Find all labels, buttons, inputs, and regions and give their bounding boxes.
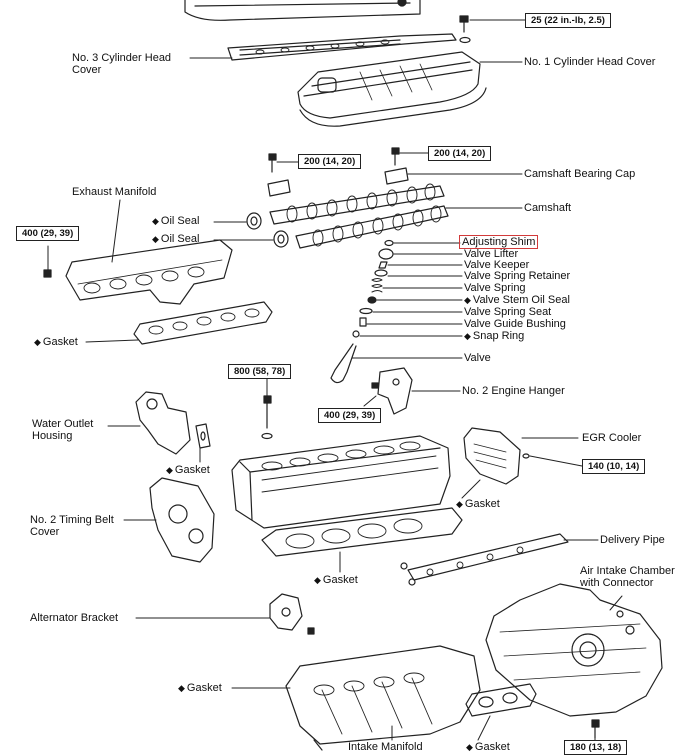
non-reusable-icon: ◆: [34, 337, 41, 347]
valve-train-parts: [330, 239, 394, 384]
label-valve-spring-seat: Valve Spring Seat: [464, 306, 552, 318]
no2-engine-hanger-part: [371, 367, 413, 415]
label-egr-gasket: ◆Gasket: [456, 498, 500, 510]
label-water-outlet-gasket-text: Gasket: [174, 464, 210, 476]
non-reusable-icon: ◆: [464, 331, 471, 341]
label-no3-head-cover-line2: Cover: [72, 64, 102, 76]
air-intake-chamber-part: [485, 583, 663, 717]
head-bolt-part: [261, 395, 273, 440]
label-air-intake-line2: with Connector: [580, 577, 654, 589]
head-cover-bolt-part: [459, 15, 471, 44]
torque-head-cover: 25 (22 in.-lb, 2.5): [525, 13, 611, 28]
label-no1-head-cover: No. 1 Cylinder Head Cover: [524, 56, 656, 68]
label-bottom-gasket-text: Gasket: [474, 741, 510, 753]
torque-cap-right: 200 (14, 20): [428, 146, 492, 161]
camshaft-bearing-cap-part: [267, 167, 409, 197]
label-valve-spring-retainer: Valve Spring Retainer: [464, 270, 571, 282]
exhaust-manifold-part: [65, 239, 233, 305]
label-valve-stem-oil-seal: ◆Valve Stem Oil Seal: [464, 294, 570, 306]
label-valve-guide-bushing: Valve Guide Bushing: [464, 318, 566, 330]
label-intake-manifold: Intake Manifold: [348, 741, 423, 753]
oil-seal-part: [246, 212, 289, 248]
non-reusable-icon: ◆: [152, 216, 159, 226]
label-oil-seal-1-text: Oil Seal: [160, 215, 200, 227]
non-reusable-icon: ◆: [466, 742, 473, 752]
label-water-outlet-line2: Housing: [32, 430, 73, 442]
label-egr-cooler: EGR Cooler: [582, 432, 642, 444]
exhaust-gasket-part: [133, 301, 273, 345]
label-exhaust-manifold: Exhaust Manifold: [72, 186, 157, 198]
label-no3-head-cover-line1: No. 3 Cylinder Head: [72, 52, 172, 64]
non-reusable-icon: ◆: [456, 499, 463, 509]
label-exhaust-gasket-text: Gasket: [42, 336, 78, 348]
label-oil-seal-2: ◆Oil Seal: [152, 233, 199, 245]
label-bottom-gasket: ◆Gasket: [466, 741, 510, 753]
no2-timing-belt-cover-part: [149, 477, 215, 563]
label-adjusting-shim: Adjusting Shim: [458, 235, 539, 249]
label-timing-cover-line1: No. 2 Timing Belt: [30, 514, 114, 526]
label-exhaust-gasket: ◆Gasket: [34, 336, 78, 348]
label-snap-ring-text: Snap Ring: [472, 330, 525, 342]
delivery-pipe-part: [400, 533, 569, 586]
non-reusable-icon: ◆: [166, 465, 173, 475]
non-reusable-icon: ◆: [152, 234, 159, 244]
label-no3-head-cover: No. 3 Cylinder Head Cover: [72, 52, 171, 76]
intake-bolt-part: [591, 719, 600, 739]
non-reusable-icon: ◆: [464, 295, 471, 305]
alternator-bracket-part: [269, 593, 315, 635]
torque-engine-hanger: 400 (29, 39): [318, 408, 382, 423]
label-camshaft-bearing-cap: Camshaft Bearing Cap: [524, 168, 636, 180]
no3-head-cover-part: [227, 33, 457, 61]
label-water-outlet-housing: Water Outlet Housing: [32, 418, 93, 442]
water-outlet-housing-part: [135, 391, 211, 455]
label-valve-stem-oil-seal-text: Valve Stem Oil Seal: [472, 294, 570, 306]
intake-gasket-part: [465, 683, 537, 717]
label-valve-keeper: Valve Keeper: [464, 259, 530, 271]
label-camshaft: Camshaft: [524, 202, 572, 214]
label-no2-engine-hanger: No. 2 Engine Hanger: [462, 385, 565, 397]
no1-head-cover-part: [297, 51, 487, 127]
label-air-intake-line1: Air Intake Chamber: [580, 565, 675, 577]
cylinder-head-part: [231, 435, 451, 529]
camshaft-part: [269, 183, 449, 249]
non-reusable-icon: ◆: [178, 683, 185, 693]
cap-bolt-left-part: [268, 153, 277, 173]
torque-intake: 180 (13, 18): [564, 740, 628, 755]
non-reusable-icon: ◆: [314, 575, 321, 585]
torque-head-bolt: 800 (58, 78): [228, 364, 292, 379]
label-delivery-pipe: Delivery Pipe: [600, 534, 665, 546]
label-head-gasket: ◆Gasket: [314, 574, 358, 586]
upper-head-cover-part: [184, 0, 421, 21]
label-alternator-bracket: Alternator Bracket: [30, 612, 119, 624]
label-valve-spring: Valve Spring: [464, 282, 526, 294]
torque-cap-left: 200 (14, 20): [298, 154, 362, 169]
label-oil-seal-1: ◆Oil Seal: [152, 215, 199, 227]
cap-bolt-right-part: [391, 147, 400, 166]
torque-egr-cooler: 140 (10, 14): [582, 459, 646, 474]
label-intake-gasket: ◆Gasket: [178, 682, 222, 694]
label-intake-gasket-text: Gasket: [186, 682, 222, 694]
label-snap-ring: ◆Snap Ring: [464, 330, 524, 342]
label-head-gasket-text: Gasket: [322, 574, 358, 586]
intake-manifold-part: [285, 645, 481, 751]
label-water-outlet-gasket: ◆Gasket: [166, 464, 210, 476]
head-gasket-part: [261, 507, 463, 557]
label-valve: Valve: [464, 352, 491, 364]
torque-exhaust-manifold: 400 (29, 39): [16, 226, 80, 241]
label-water-outlet-line1: Water Outlet: [32, 418, 94, 430]
exhaust-manifold-bolt-part: [43, 269, 52, 278]
label-air-intake-chamber: Air Intake Chamber with Connector: [580, 565, 675, 589]
leader-lines: [47, 19, 623, 743]
label-valve-lifter: Valve Lifter: [464, 248, 519, 260]
egr-cooler-part: [463, 427, 530, 485]
label-oil-seal-2-text: Oil Seal: [160, 233, 200, 245]
label-egr-gasket-text: Gasket: [464, 498, 500, 510]
label-no2-timing-belt-cover: No. 2 Timing Belt Cover: [30, 514, 114, 538]
label-timing-cover-line2: Cover: [30, 526, 60, 538]
